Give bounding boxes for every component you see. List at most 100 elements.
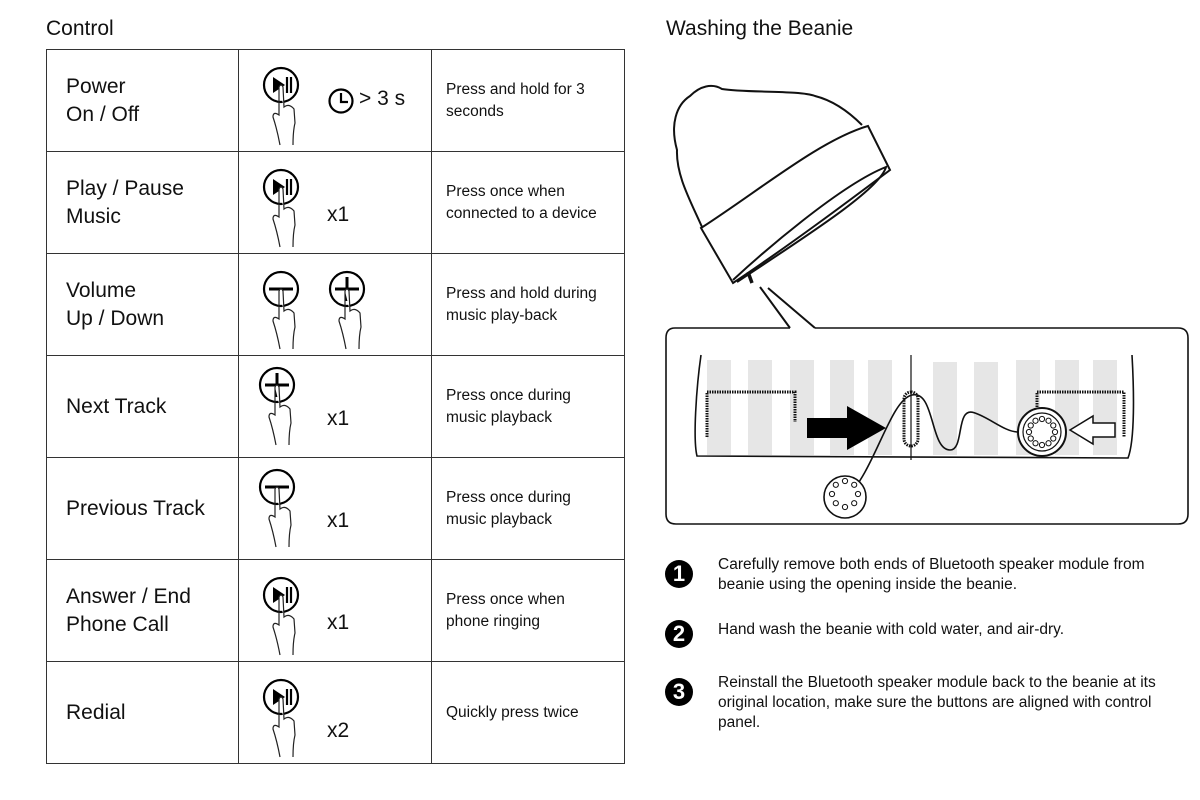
speaker-hole [832, 481, 839, 488]
speaker-hole [1025, 428, 1033, 436]
speaker-hole [1050, 422, 1057, 429]
control-row: Redial x2 Quickly press twice [46, 661, 625, 764]
control-label-line: On / Off [66, 102, 140, 126]
step-number-badge: 1 [665, 560, 693, 588]
speaker-hole [828, 490, 836, 498]
step-text: Reinstall the Bluetooth speaker module b… [718, 674, 1156, 731]
clock-icon [327, 87, 355, 120]
control-label-line: Music [66, 204, 121, 228]
description-text: Press and hold during music play-back [446, 285, 597, 324]
control-heading: Control [46, 17, 114, 40]
fabric-panel [694, 354, 1135, 519]
control-label-line: Redial [66, 700, 126, 724]
control-label-line: Phone Call [66, 612, 169, 636]
description-text: Press once during music playback [446, 489, 571, 528]
control-icons: x1 [238, 151, 432, 254]
speaker-hole [851, 481, 858, 488]
play-pause-button-icon [261, 575, 305, 662]
speaker-hole [1027, 422, 1034, 429]
play-pause-button-icon [261, 65, 305, 152]
speaker-hole [841, 503, 849, 511]
control-description: Quickly press twice [431, 661, 625, 764]
callout-pointer [759, 286, 816, 329]
control-description: Press once during music playback [431, 355, 625, 458]
control-description: Press and hold during music play-back [431, 253, 625, 356]
control-label-line: Up / Down [66, 306, 165, 330]
speaker-module-installed [1017, 407, 1067, 457]
press-count: x1 [327, 202, 350, 226]
speaker-cable [846, 394, 1019, 498]
beanie-opening [732, 165, 888, 283]
control-icons: > 3 s [238, 49, 432, 152]
press-count: x1 [327, 508, 350, 532]
speaker-hole [1050, 435, 1057, 442]
description-text: Press once when connected to a device [446, 183, 597, 222]
control-label-line: Play / Pause [66, 176, 184, 200]
control-table: Power On / Off > 3 s Press and hold for 3 s… [46, 49, 625, 764]
control-description: Press and hold for 3 seconds [431, 49, 625, 152]
speaker-hole [1038, 415, 1046, 423]
description-text: Press once during music playback [446, 387, 571, 426]
washing-heading: Washing the Beanie [666, 17, 854, 40]
control-row: Previous Track x1 Press once during music … [46, 457, 625, 560]
step-number-badge: 2 [665, 620, 693, 648]
control-icons: x1 [238, 559, 432, 662]
callout-box [665, 327, 1189, 525]
play-pause-button-icon [261, 677, 305, 764]
control-icons [238, 253, 432, 356]
control-description: Press once during music playback [431, 457, 625, 560]
speaker-hole [1032, 417, 1039, 424]
control-icons: x1 [238, 355, 432, 458]
control-label-line: Previous Track [66, 496, 205, 520]
speaker-hole [841, 477, 849, 485]
arrow-left-icon [1068, 414, 1116, 446]
speaker-hole [854, 490, 862, 498]
control-label: Previous Track [46, 457, 239, 560]
speaker-hole [1038, 441, 1046, 449]
press-count: x1 [327, 610, 350, 634]
control-label-line: Power [66, 74, 126, 98]
control-label: Redial [46, 661, 239, 764]
control-label: Next Track [46, 355, 239, 458]
control-label-line: Next Track [66, 394, 167, 418]
speaker-hole [1051, 428, 1059, 436]
minus-button-icon [261, 269, 305, 356]
beanie-illustration [665, 84, 1189, 525]
control-icons: x1 [238, 457, 432, 560]
speaker-hole [1032, 440, 1039, 447]
plus-button-icon [257, 365, 301, 452]
press-count: > 3 s [359, 86, 406, 110]
description-text: Press once when phone ringing [446, 591, 565, 630]
speaker-hole [851, 500, 858, 507]
control-icons: x2 [238, 661, 432, 764]
minus-button-icon [257, 467, 301, 554]
description-text: Press and hold for 3 seconds [446, 81, 585, 120]
control-description: Press once when connected to a device [431, 151, 625, 254]
press-count: x2 [327, 718, 350, 742]
speaker-hole [1045, 417, 1052, 424]
speaker-module-removed [823, 475, 867, 519]
step-text: Carefully remove both ends of Bluetooth … [718, 556, 1145, 593]
control-label-line: Answer / End [66, 584, 191, 608]
press-count: x1 [327, 406, 350, 430]
control-description: Press once when phone ringing [431, 559, 625, 662]
control-row: Power On / Off > 3 s Press and hold for 3 s… [46, 49, 625, 152]
control-label: Power On / Off [46, 49, 239, 152]
step-number-badge: 3 [665, 678, 693, 706]
speaker-hole [832, 500, 839, 507]
speaker-hole [1027, 435, 1034, 442]
step-text: Hand wash the beanie with cold water, an… [718, 621, 1065, 638]
beanie-cuff [699, 124, 892, 285]
control-label: Volume Up / Down [46, 253, 239, 356]
beanie-crown [673, 84, 863, 228]
control-row: Volume Up / Down Press and hold during mus… [46, 253, 625, 356]
plus-button-icon [327, 269, 371, 356]
control-label-line: Volume [66, 278, 137, 302]
play-pause-button-icon [261, 167, 305, 254]
speaker-hole [1045, 440, 1052, 447]
description-text: Quickly press twice [446, 703, 579, 721]
